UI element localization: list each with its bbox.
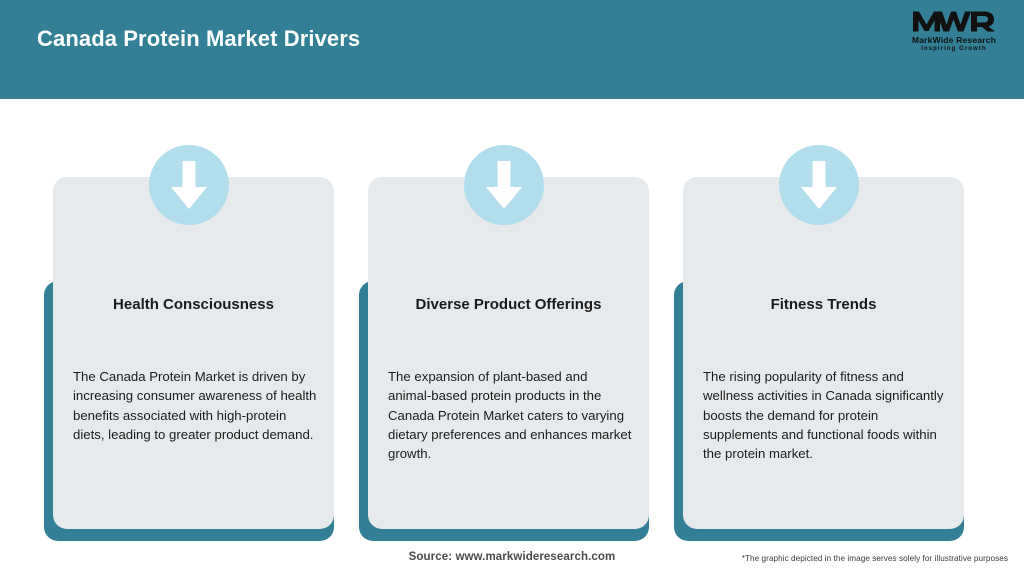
driver-card-2[interactable]: Diverse Product Offerings The expansion … (359, 145, 649, 541)
source-label: Source: www.markwideresearch.com (408, 551, 616, 563)
card-title: Fitness Trends (770, 296, 877, 313)
page-title: Canada Protein Market Drivers (37, 26, 361, 51)
card-surface: Health Consciousness The Canada Protein … (53, 177, 334, 529)
card-description: The Canada Protein Market is driven by i… (73, 369, 317, 442)
header-bar: Canada Protein Market Drivers MarkWide R… (0, 0, 1024, 99)
brand-logo: MarkWide Research Inspiring Growth (900, 8, 1008, 58)
card-title: Diverse Product Offerings (415, 296, 602, 313)
drivers-card-group: Health Consciousness The Canada Protein … (0, 99, 1024, 544)
card-description: The expansion of plant-based and animal-… (388, 369, 632, 462)
card-surface: Diverse Product Offerings The expansion … (368, 177, 649, 529)
driver-card-1[interactable]: Health Consciousness The Canada Protein … (44, 145, 334, 541)
disclaimer-note: *The graphic depicted in the image serve… (741, 554, 1008, 563)
card-title: Health Consciousness (113, 296, 274, 313)
down-arrow-icon (779, 145, 859, 225)
mwr-logo-icon (913, 11, 995, 32)
logo-tagline: Inspiring Growth (921, 46, 987, 52)
footer: Source: www.markwideresearch.com *The gr… (0, 544, 1024, 576)
card-description: The rising popularity of fitness and wel… (703, 369, 944, 462)
logo-company-name: MarkWide Research (911, 35, 997, 45)
down-arrow-icon (149, 145, 229, 225)
driver-card-3[interactable]: Fitness Trends The rising popularity of … (674, 145, 964, 541)
card-surface: Fitness Trends The rising popularity of … (683, 177, 964, 529)
down-arrow-icon (464, 145, 544, 225)
